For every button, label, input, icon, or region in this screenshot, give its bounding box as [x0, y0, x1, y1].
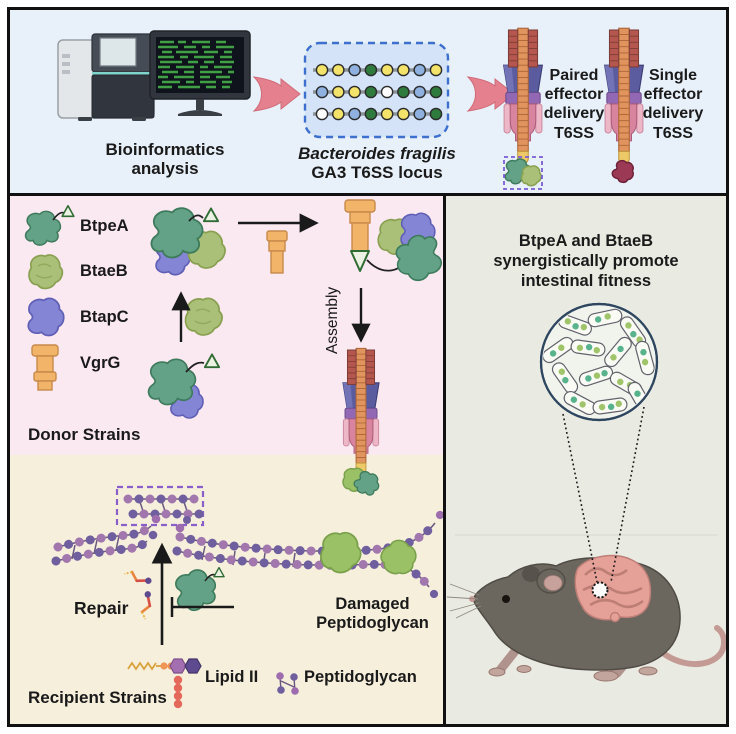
bacteria-rods — [543, 308, 655, 416]
lipid-ii-mini-icon — [122, 566, 154, 588]
gene-locus-rows — [313, 63, 443, 121]
assembly-label: Assembly — [324, 286, 341, 354]
lipid-ii-label: Lipid II — [205, 668, 259, 686]
whiskers — [446, 583, 482, 619]
legend-btaeb-label: BtaeB — [80, 262, 128, 280]
legend-vgrg-icon — [31, 344, 59, 391]
recipient-strains-label: Recipient Strains — [28, 688, 167, 707]
peptidoglycan-repaired — [115, 485, 206, 527]
paired-t6ss-label: Paired effector delivery T6SS — [543, 67, 605, 142]
peptidoglycan-legend-icon — [276, 672, 299, 695]
legend-btapc-label: BtapC — [80, 308, 129, 326]
legend-btaeb-icon — [28, 254, 64, 290]
peptidoglycan-damaged-right — [172, 510, 445, 599]
donor-strains-label: Donor Strains — [28, 425, 141, 444]
legend-btpea-icon — [24, 204, 75, 246]
lipid-ii-molecule — [127, 658, 202, 709]
t6ss-assembled-illustration — [342, 347, 384, 500]
locus-name-label: Bacteroides fragilis — [298, 144, 456, 163]
peptidoglycan-label: Peptidoglycan — [304, 668, 417, 686]
damaged-peptidoglycan-label: Damaged Peptidoglycan — [316, 595, 429, 632]
single-t6ss-label: Single effector delivery T6SS — [642, 67, 704, 142]
lipid-ii-mini-icon — [137, 589, 155, 621]
legend-vgrg-label: VgrG — [80, 354, 121, 372]
peptidoglycan-damaged-left — [51, 514, 161, 566]
btpea-inhibitor-illustration — [171, 565, 225, 615]
monitor-illustration — [149, 30, 251, 116]
vgrg-small — [266, 230, 288, 274]
legend-btapc-icon — [27, 297, 65, 337]
horizontal-divider — [10, 193, 726, 196]
mouse-illustration — [446, 554, 727, 682]
code-screen — [158, 40, 234, 89]
dna-sequencer-illustration — [57, 33, 155, 121]
mouse-tail — [649, 625, 727, 668]
target-circle — [591, 581, 609, 599]
locus-desc-label: GA3 T6SS locus — [311, 163, 443, 182]
panel-recipient-strains — [10, 455, 443, 724]
repair-label: Repair — [74, 598, 129, 618]
fitness-headline: BtpeA and BtaeB synergistically promote … — [493, 232, 679, 291]
effector-complex-loading — [147, 353, 221, 419]
intestine-illustration — [574, 554, 652, 623]
btaeb-free-blob — [184, 297, 223, 336]
inhibition-tbar-icon — [170, 597, 234, 617]
bacteria-community-circle — [539, 302, 659, 422]
magnifier-dotted-lines — [562, 406, 645, 583]
bioinformatics-label: Bioinformatics analysis — [105, 140, 225, 179]
legend-btpea-label: BtpeA — [80, 217, 129, 235]
locus-box — [303, 41, 450, 139]
vertical-divider — [443, 196, 446, 724]
flow-arrow-icon — [466, 76, 515, 112]
vgrg-loaded-with-effectors — [344, 199, 448, 287]
effector-complex-assembled — [150, 207, 226, 276]
flow-arrow-icon — [252, 76, 301, 112]
